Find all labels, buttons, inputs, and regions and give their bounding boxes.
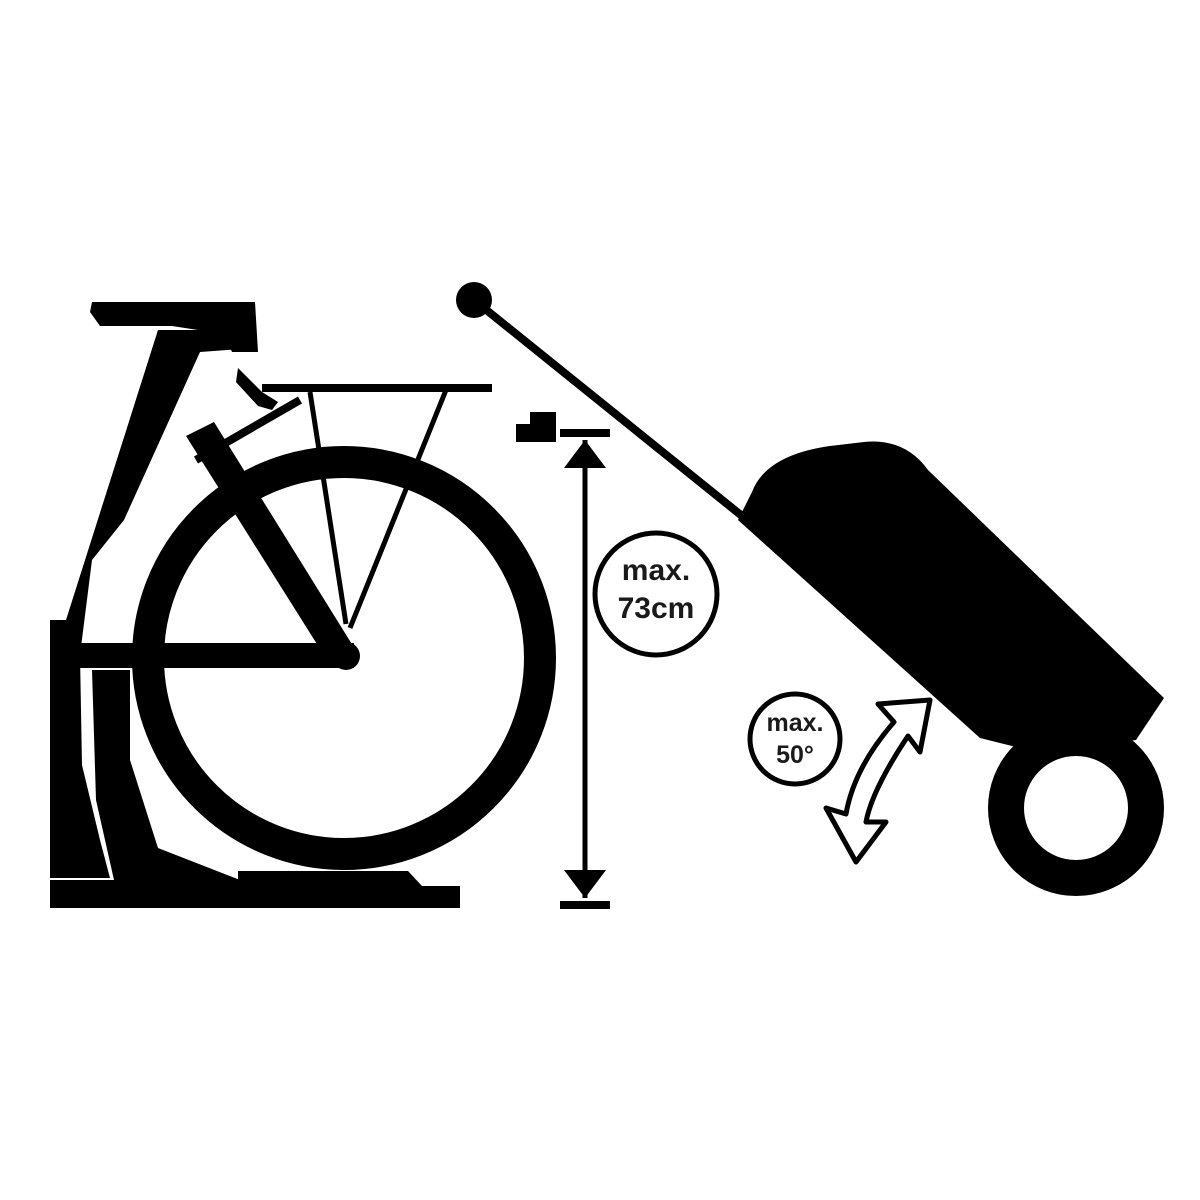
trailer-body: [738, 441, 1164, 752]
bicycle-icon: [50, 302, 556, 908]
wheel-hub: [332, 642, 360, 670]
angle-callout-line1: max.: [767, 709, 824, 737]
dimension-arrow-top: [564, 440, 606, 468]
bike-trailer-icon: [456, 282, 1164, 896]
angle-callout-circle: [747, 691, 843, 787]
rack-strut-front: [347, 389, 449, 629]
height-callout: max. 73cm: [592, 530, 720, 658]
height-callout-line2: 73cm: [618, 592, 695, 625]
dimension-arrow-bottom: [564, 870, 606, 898]
stand-brace: [92, 670, 240, 880]
tilt-double-arrow-icon: [823, 697, 933, 865]
drawbar-ball: [456, 282, 492, 318]
stand-beam: [52, 643, 354, 668]
rack-bracket: [236, 368, 278, 410]
height-callout-circle: [592, 530, 720, 658]
height-dimension-arrow-icon: [516, 412, 610, 909]
angle-callout-line2: 50°: [776, 741, 814, 769]
bike-stand-icon: [50, 871, 460, 908]
dimension-top-bar: [560, 429, 610, 437]
dimension-bottom-bar: [560, 901, 610, 909]
bike-wheel: [132, 446, 556, 870]
stand-upright: [50, 330, 255, 878]
coupling-block: [516, 412, 556, 442]
angle-callout: max. 50°: [747, 691, 843, 787]
frame-stay-upper: [194, 396, 302, 464]
trailer-drawbar: [471, 296, 755, 528]
saddle: [90, 302, 258, 352]
height-callout-line1: max.: [622, 554, 690, 587]
trailer-wheel: [988, 720, 1164, 896]
rack-strut-mid: [307, 391, 349, 625]
